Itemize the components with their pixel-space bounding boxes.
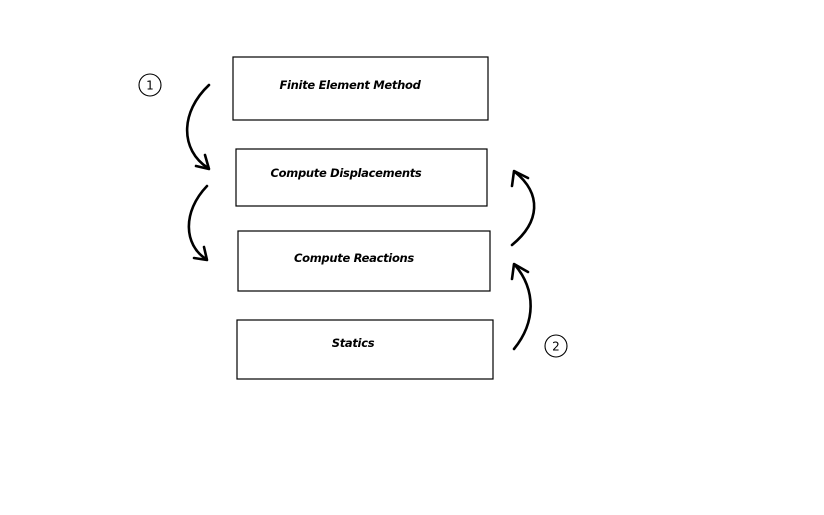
arrow-displacements-to-reactions	[187, 184, 209, 262]
box-compute-reactions-label: Compute Reactions	[294, 251, 414, 265]
path-1-marker: 1	[138, 73, 162, 97]
arrow-fem-to-displacements	[185, 83, 211, 171]
box-finite-element-method-label: Finite Element Method	[279, 78, 421, 92]
box-statics-label: Statics	[332, 336, 375, 350]
path-1-marker-label: 1	[146, 79, 154, 93]
box-finite-element-method: Finite Element Method	[232, 56, 489, 121]
path-2-marker: 2	[544, 334, 568, 358]
box-compute-displacements-label: Compute Displacements	[271, 166, 422, 180]
path-2-marker-label: 2	[552, 340, 560, 354]
box-compute-reactions: Compute Reactions	[237, 230, 491, 292]
box-statics: Statics	[236, 319, 494, 380]
arrow-statics-to-reactions	[510, 262, 532, 351]
box-compute-displacements: Compute Displacements	[235, 148, 488, 207]
arrow-reactions-to-displacements	[510, 169, 536, 247]
